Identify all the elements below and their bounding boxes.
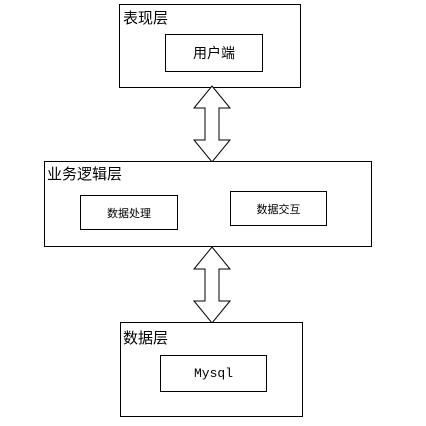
double-arrow-top-icon — [192, 85, 232, 163]
data-interaction-box: 数据交互 — [230, 191, 327, 226]
mysql-label: Mysql — [193, 366, 233, 381]
data-interaction-label: 数据交互 — [256, 202, 301, 216]
data-processing-label: 数据处理 — [107, 206, 151, 220]
presentation-layer-box: 表现层 用户端 — [119, 4, 301, 88]
business-logic-layer-title: 业务逻辑层 — [47, 165, 123, 183]
mysql-box: Mysql — [160, 355, 267, 392]
data-processing-box: 数据处理 — [80, 195, 178, 230]
presentation-layer-title: 表现层 — [123, 9, 169, 27]
business-logic-layer-box: 业务逻辑层 数据处理 数据交互 — [44, 161, 372, 247]
data-layer-box: 数据层 Mysql — [120, 322, 303, 417]
double-arrow-bottom-icon — [192, 246, 232, 324]
client-label: 用户端 — [193, 46, 235, 62]
data-layer-title: 数据层 — [123, 329, 169, 347]
client-box: 用户端 — [165, 34, 263, 72]
